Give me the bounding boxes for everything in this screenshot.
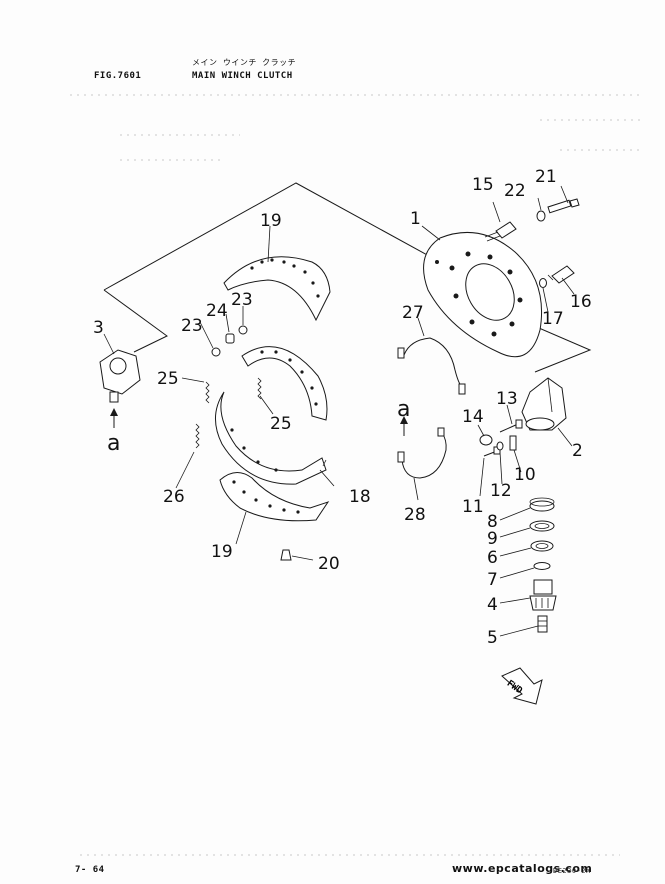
part-18-brake-band: [215, 346, 328, 485]
callout-13: 13: [496, 389, 518, 409]
part-3-valve: [99, 349, 141, 403]
callout-4: 4: [487, 595, 498, 615]
part-15-bolt: [484, 221, 517, 242]
callout-25-right: 25: [270, 414, 292, 434]
part-23-nut-right: [238, 325, 248, 335]
callout-25-left: 25: [157, 369, 179, 389]
callout-18: 18: [349, 487, 371, 507]
callout-16: 16: [570, 292, 592, 312]
part-16-bolt: [547, 265, 575, 284]
part-24-spacer: [225, 333, 235, 344]
callout-9: 9: [487, 529, 498, 549]
part-28-hose: [397, 427, 447, 479]
callout-17: 17: [542, 309, 564, 329]
callout-2: 2: [572, 441, 583, 461]
callout-ref-a-left: a: [107, 431, 120, 456]
part-21-bolt: [547, 198, 580, 214]
leader-lines: [103, 185, 575, 637]
callout-19-bottom: 19: [211, 542, 233, 562]
part-7-o-ring: [533, 562, 551, 570]
callout-27: 27: [402, 303, 424, 323]
callout-23-left: 23: [181, 316, 203, 336]
part-25-spring-left: [205, 381, 210, 404]
figure-number: FIG.7601: [94, 71, 142, 81]
callout-21: 21: [535, 167, 557, 187]
part-8-ring: [529, 497, 555, 512]
part-6-bearing: [530, 540, 554, 552]
callout-22: 22: [504, 181, 526, 201]
part-19-lining-top: [223, 256, 331, 322]
part-25-spring-right: [257, 377, 262, 400]
callout-23-right: 23: [231, 290, 253, 310]
part-20-plug: [280, 549, 292, 561]
ref-arrow-left: [110, 408, 118, 428]
watermark-link[interactable]: www.epcatalogs.com: [452, 862, 593, 875]
callout-7: 7: [487, 570, 498, 590]
part-17-washer: [539, 278, 547, 288]
callout-26: 26: [163, 487, 185, 507]
page-title: MAIN WINCH CLUTCH: [192, 71, 293, 81]
part-22-washer: [536, 210, 546, 222]
callout-11: 11: [462, 497, 484, 517]
model-code: DE230-2X: [553, 867, 591, 875]
part-callouts: 1 2 3 4 5 6 7 8 9 10 11 12 13 14 15 16 1…: [93, 167, 592, 648]
callout-28: 28: [404, 505, 426, 525]
part-4-gear: [529, 579, 557, 611]
part-27-hose: [397, 337, 466, 395]
part-23-nut-left: [211, 347, 221, 357]
callout-20: 20: [318, 554, 340, 574]
part-26-spring: [195, 423, 200, 449]
callout-1: 1: [410, 209, 421, 229]
callout-5: 5: [487, 628, 498, 648]
callout-12: 12: [490, 481, 512, 501]
part-12-washer: [496, 441, 504, 451]
part-10-pin: [509, 435, 517, 451]
callout-8: 8: [487, 512, 498, 532]
callout-14: 14: [462, 407, 484, 427]
callout-6: 6: [487, 548, 498, 568]
callout-3: 3: [93, 318, 104, 338]
part-9-seal: [529, 520, 555, 532]
part-19-lining-bottom: [219, 472, 330, 522]
ref-arrow-right: [400, 416, 408, 436]
title-japanese: メイン ウインチ クラッチ: [192, 58, 297, 67]
scan-noise: [70, 94, 640, 856]
callout-15: 15: [472, 175, 494, 195]
fwd-direction-badge: FWD: [501, 667, 543, 705]
callout-24: 24: [206, 301, 228, 321]
page-number: 7- 64: [75, 865, 105, 875]
part-13-bolt: [499, 419, 523, 433]
callout-19-top: 19: [260, 211, 282, 231]
part-2-bracket: [521, 377, 567, 431]
part-5-pin: [537, 615, 548, 633]
callout-10: 10: [514, 465, 536, 485]
part-1-clutch-plate: [423, 232, 543, 358]
part-14-nut: [479, 434, 493, 446]
callout-ref-a-right: a: [397, 397, 410, 422]
